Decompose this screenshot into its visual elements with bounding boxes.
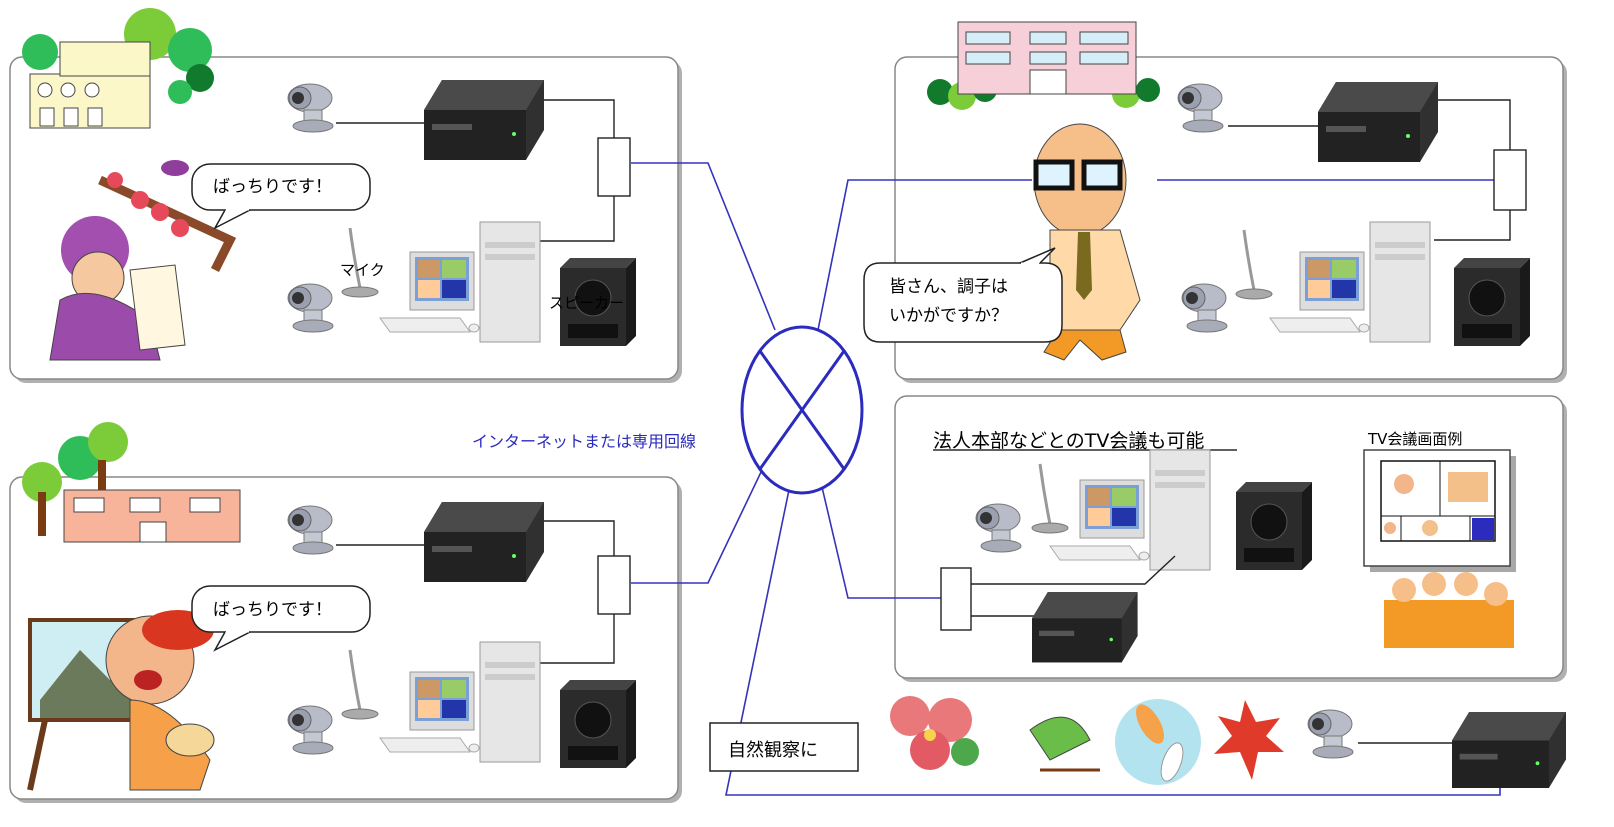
hub-middle-right: [940, 567, 972, 631]
koi-fish-illustration: [1115, 699, 1201, 785]
camera-bottom-left-1: [287, 505, 334, 555]
hq-conference-title: 法人本部などとのTV会議も可能: [933, 430, 1205, 452]
hub-top-left: [597, 137, 631, 197]
hub-bottom-left: [597, 555, 631, 615]
camera-top-right-2: [1181, 283, 1228, 333]
tv-conference-screen: [1363, 449, 1516, 572]
speech-top-right-line1: 皆さん、調子は: [889, 277, 1008, 297]
speaker-bottom-left: [559, 679, 637, 769]
hub-top-right: [1493, 149, 1527, 211]
school-building-icon: [22, 422, 241, 543]
camera-top-left-2: [287, 283, 334, 333]
elder-woman-illustration: [49, 160, 237, 361]
speaker-middle-right: [1235, 481, 1313, 571]
speech-bottom-left: ばっちりです！: [213, 600, 332, 620]
codec-top-right: [1318, 82, 1438, 162]
codec-bottom: [1452, 712, 1566, 788]
speaker-top-right: [1453, 257, 1531, 347]
maple-leaf-illustration: [1214, 700, 1284, 780]
camera-top-right-1: [1177, 83, 1224, 133]
codec-middle-right: [1032, 592, 1138, 663]
speech-top-left: ばっちりです！: [213, 177, 332, 197]
codec-bottom-left: [424, 502, 544, 582]
codec-top-left: [424, 80, 544, 160]
artist-elder-illustration: [27, 610, 215, 791]
speech-bubble-top-left: [191, 163, 371, 230]
office-building-icon: [927, 21, 1160, 110]
speaker-label: スピーカー: [549, 294, 625, 312]
tv-screen-caption: TV会議画面例: [1368, 430, 1463, 448]
network-label: インターネットまたは専用回線: [472, 432, 697, 451]
camera-middle-right: [975, 503, 1022, 553]
internet-hub-icon: [740, 325, 864, 495]
nature-label-box: [709, 722, 859, 772]
camera-top-left-1: [287, 83, 334, 133]
meeting-room-illustration: [1384, 572, 1514, 648]
camera-bottom: [1307, 709, 1354, 759]
mic-label: マイク: [340, 261, 385, 279]
flower-illustration: [890, 696, 979, 770]
speech-bubble-bottom-left: [191, 585, 371, 652]
apartment-building-icon: [22, 8, 214, 129]
bird-illustration: [1029, 716, 1100, 772]
speech-top-right-line2: いかがですか？: [889, 306, 1008, 326]
camera-bottom-left-2: [287, 705, 334, 755]
man-illustration: [1033, 123, 1141, 361]
speech-bubble-top-right: [863, 247, 1063, 343]
nature-label: 自然観察に: [728, 740, 818, 761]
